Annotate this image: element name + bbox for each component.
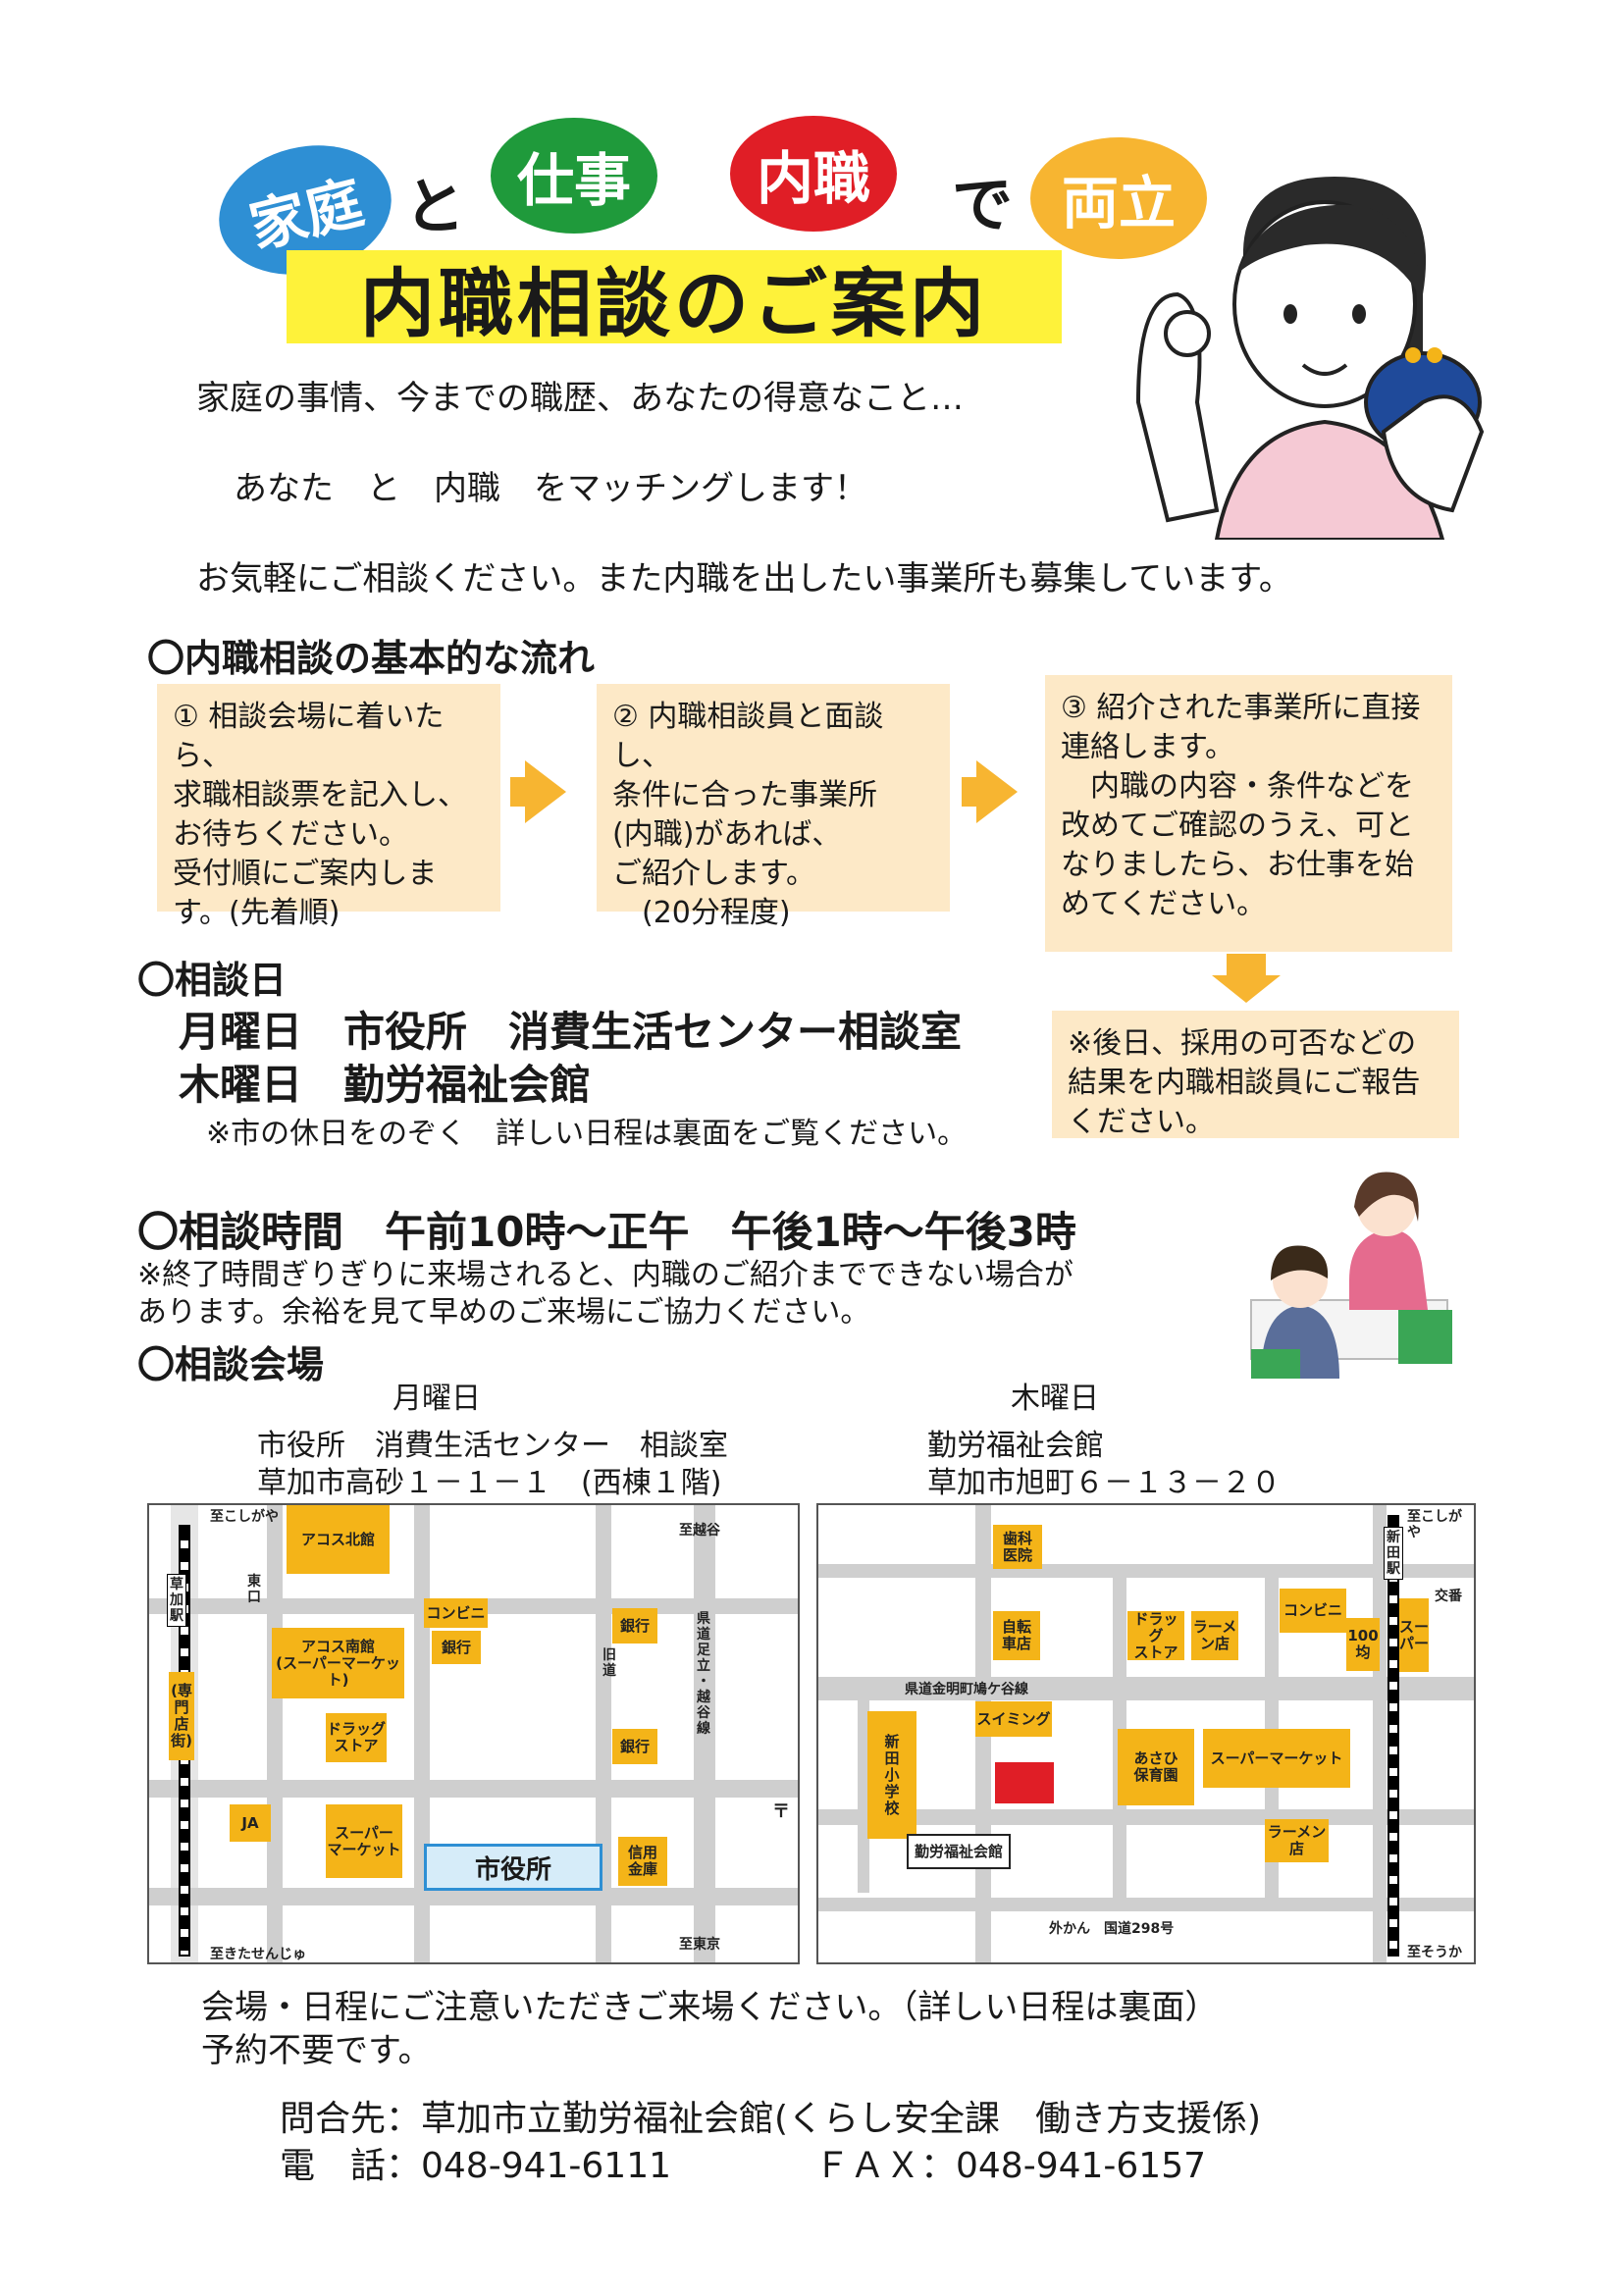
intro-line-3: お気軽にご相談ください。また内職を出したい事業所も募集しています。 [196, 559, 1292, 599]
map-right-bottom-right: 至そうか [1407, 1945, 1462, 1960]
footer-tel: 電 話：048-941-6111 [280, 2146, 672, 2186]
venue-mon-name: 市役所 消費生活センター 相談室 [257, 1429, 728, 1463]
title-bubble-naishoku: 内職 [730, 116, 897, 232]
days-heading: 〇相談日 [137, 959, 288, 1002]
title-connector-to: と [404, 171, 466, 242]
title-connector-de: で [952, 169, 1014, 240]
hours-note-2: あります。余裕を見て早めのご来場にご協力ください。 [137, 1295, 870, 1330]
map-right-super-vertical: スー パー [1399, 1598, 1429, 1672]
map-left-city-hall: 市役所 [424, 1844, 602, 1891]
map-left-ja: JA [230, 1804, 271, 1842]
venue-thu-name: 勤労福祉会館 [927, 1429, 1104, 1463]
days-thursday: 木曜日 勤労福祉会館 [179, 1061, 592, 1109]
map-right-100yen-shop: 100 均 [1346, 1618, 1380, 1671]
map-right-ramen-shop-2: ラーメン 店 [1265, 1819, 1329, 1862]
map-monday: 至こしがや 至きたせんじゅ 至越谷 至東京 草 加 駅 (専 門 店 街) 東 … [147, 1503, 800, 1964]
map-left-bank-1: 銀行 [432, 1631, 481, 1664]
title-bubble-shigoto: 仕事 [491, 118, 657, 234]
map-left-station: 草 加 駅 [167, 1574, 186, 1627]
map-left-east-exit: 東 口 [247, 1574, 261, 1605]
map-right-supermarket: スーパーマーケット [1203, 1729, 1350, 1788]
map-right-nitta-elementary: 新 田 小 学 校 [867, 1711, 916, 1839]
intro-line-2: あなた と 内職 をマッチングします！ [234, 469, 867, 508]
map-left-bottom-left: 至きたせんじゅ [210, 1947, 306, 1962]
map-right-top-right: 至こしがや [1407, 1509, 1462, 1540]
hours-note-1: ※終了時間ぎりぎりに来場されると、内職のご紹介までできない場合が [137, 1258, 1073, 1292]
map-right-hall-marker [995, 1762, 1054, 1803]
map-thursday: 至こしがや 至そうか 新 田 駅 交番 歯科 医院 自転 車店 ドラッグ ストア… [816, 1503, 1476, 1964]
map-left-bank-3: 銀行 [612, 1729, 657, 1764]
venue-thu-day: 木曜日 [1011, 1382, 1099, 1416]
map-right-bicycle-shop: 自転 車店 [993, 1611, 1040, 1660]
map-left-bottom-right: 至東京 [679, 1937, 720, 1953]
map-left-drug-store: ドラッグ ストア [326, 1713, 387, 1762]
flow-arrow-1-stem [510, 777, 538, 807]
footer-note-2: 予約不要です。 [201, 2031, 432, 2070]
consultation-illustration [1250, 1172, 1452, 1379]
map-right-road-name: 県道金明町鳩ケ谷線 [905, 1682, 1028, 1697]
map-left-prefectural-road: 県 道 足 立 ・ 越 谷 線 [697, 1611, 710, 1737]
map-left-acos-south: アコス南館 (スーパーマーケット) [272, 1628, 404, 1698]
flow-arrow-down-stem [1227, 954, 1266, 975]
woman-illustration [1135, 177, 1485, 540]
flow-step-4: ※後日、採用の可否などの 結果を内職相談員にご報告 ください。 [1052, 1011, 1459, 1139]
days-note: ※市の休日をのぞく 詳しい日程は裏面をご覧ください。 [206, 1117, 968, 1151]
hours-heading: 〇相談時間 午前10時～正午 午後1時～午後3時 [137, 1208, 1076, 1256]
footer-inquiry: 問合先：草加市立勤労福祉会館(くらし安全課 働き方支援係) [280, 2099, 1262, 2139]
map-right-convenience-store: コンビニ [1280, 1589, 1346, 1633]
map-left-shinyo-kinko: 信用 金庫 [618, 1837, 667, 1886]
intro-line-1: 家庭の事情、今までの職歴、あなたの得意なこと… [196, 379, 964, 418]
venue-mon-addr: 草加市高砂１－１－１ (西棟１階) [257, 1466, 722, 1500]
map-right-dental-clinic: 歯科 医院 [993, 1525, 1042, 1569]
map-right-station: 新 田 駅 [1384, 1527, 1403, 1580]
map-left-convenience-store: コンビニ [424, 1598, 488, 1628]
flow-step-3: ③ 紹介された事業所に直接 連絡します。 内職の内容・条件などを 改めてご確認の… [1045, 675, 1452, 952]
map-right-ramen-shop-1: ラーメ ン店 [1191, 1611, 1238, 1660]
map-left-acos-north: アコス北館 [287, 1505, 390, 1574]
map-right-hall-label: 勤労福祉会館 [907, 1834, 1012, 1869]
map-right-koban: 交番 [1435, 1589, 1462, 1604]
flow-step-2: ② 内職相談員と面談し、 条件に合った事業所 (内職)があれば、 ご紹介します。… [597, 684, 950, 930]
map-left-top-right: 至越谷 [679, 1523, 720, 1539]
map-left-shopping-street: (専 門 店 街) [169, 1672, 194, 1760]
title-bubble-ryoritsu: 両立 [1030, 137, 1207, 259]
venue-mon-day: 月曜日 [393, 1382, 481, 1416]
map-right-drug-store: ドラッグ ストア [1127, 1610, 1184, 1660]
page-title-banner: 内職相談のご案内 [287, 250, 1062, 347]
map-right-swimming: スイミング [975, 1701, 1052, 1737]
flow-step-1: ① 相談会場に着いたら、 求職相談票を記入し、 お待ちください。 受付順にご案内… [157, 684, 500, 930]
map-left-post-office-icon: 〒 [772, 1801, 790, 1822]
map-right-asahi-nursery: あさひ 保育園 [1118, 1729, 1194, 1805]
days-monday: 月曜日 市役所 消費生活センター相談室 [179, 1008, 963, 1056]
map-left-old-road: 旧 道 [602, 1647, 616, 1679]
map-right-outer-ring-road: 外かん 国道298号 [1049, 1921, 1175, 1937]
map-left-top-left: 至こしがや [210, 1509, 279, 1525]
footer-note-1: 会場・日程にご注意いただきご来場ください。（詳しい日程は裏面） [201, 1988, 1219, 2027]
flow-arrow-2-stem [962, 777, 989, 807]
map-left-bank-2: 銀行 [612, 1608, 657, 1644]
flow-heading: 〇内職相談の基本的な流れ [147, 637, 596, 680]
venue-thu-addr: 草加市旭町６－１３－２０ [927, 1466, 1281, 1500]
venue-heading: 〇相談会場 [137, 1343, 325, 1386]
flow-arrow-down [1212, 975, 1281, 1003]
map-left-supermarket: スーパー マーケット [326, 1804, 402, 1878]
footer-fax: ＦＡＸ：048-941-6157 [814, 2146, 1207, 2186]
map-right-railway [1387, 1515, 1399, 1957]
